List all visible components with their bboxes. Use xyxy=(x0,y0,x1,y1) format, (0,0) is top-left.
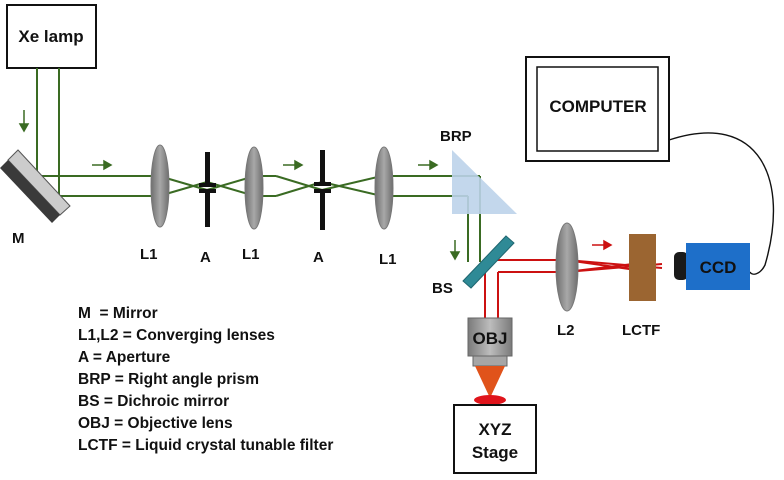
lens-l1-third xyxy=(374,146,394,230)
legend-line: LCTF = Liquid crystal tunable filter xyxy=(78,437,333,454)
mirror xyxy=(0,149,71,223)
xe-lamp-label: Xe lamp xyxy=(18,27,83,46)
xe-lamp: Xe lamp xyxy=(6,4,97,69)
aperture-second xyxy=(314,150,331,230)
obj-cone xyxy=(475,366,505,398)
computer-label: COMPUTER xyxy=(549,97,646,116)
legend: M = Mirror L1,L2 = Converging lenses A =… xyxy=(78,305,333,454)
excitation-arrows xyxy=(18,110,461,261)
label-bs: BS xyxy=(432,280,453,297)
objective-lens: OBJ xyxy=(467,317,513,398)
lens-l1-second xyxy=(244,146,264,230)
label-l1-third: L1 xyxy=(379,251,397,268)
lctf-filter xyxy=(629,234,656,301)
legend-line: M = Mirror xyxy=(78,305,158,322)
emission-arrow xyxy=(592,239,613,251)
label-a-second: A xyxy=(313,249,324,266)
ccd-camera: CCD xyxy=(674,243,750,290)
right-angle-prism xyxy=(452,150,517,214)
xyz-stage: XYZ Stage xyxy=(453,395,537,474)
label-l1-second: L1 xyxy=(242,246,260,263)
label-a-first: A xyxy=(200,249,211,266)
dichroic-mirror xyxy=(462,235,515,289)
lens-l2 xyxy=(555,222,579,312)
label-l1-first: L1 xyxy=(140,246,158,263)
label-lctf: LCTF xyxy=(622,322,660,339)
stage-label-line2: Stage xyxy=(472,443,518,462)
label-m: M xyxy=(12,230,25,247)
label-l2: L2 xyxy=(557,322,575,339)
label-brp: BRP xyxy=(440,128,472,145)
stage-spot xyxy=(474,395,506,405)
legend-line: BS = Dichroic mirror xyxy=(78,393,229,410)
legend-line: BRP = Right angle prism xyxy=(78,371,259,388)
lens-l1-first xyxy=(150,144,170,228)
obj-label: OBJ xyxy=(473,329,508,348)
legend-line: A = Aperture xyxy=(78,349,171,366)
legend-line: OBJ = Objective lens xyxy=(78,415,233,432)
aperture-first xyxy=(199,152,216,227)
legend-line: L1,L2 = Converging lenses xyxy=(78,327,275,344)
ccd-label: CCD xyxy=(700,258,737,277)
computer-ccd-cable xyxy=(668,132,775,275)
stage-label-line1: XYZ xyxy=(478,420,511,439)
computer: COMPUTER xyxy=(525,56,670,162)
